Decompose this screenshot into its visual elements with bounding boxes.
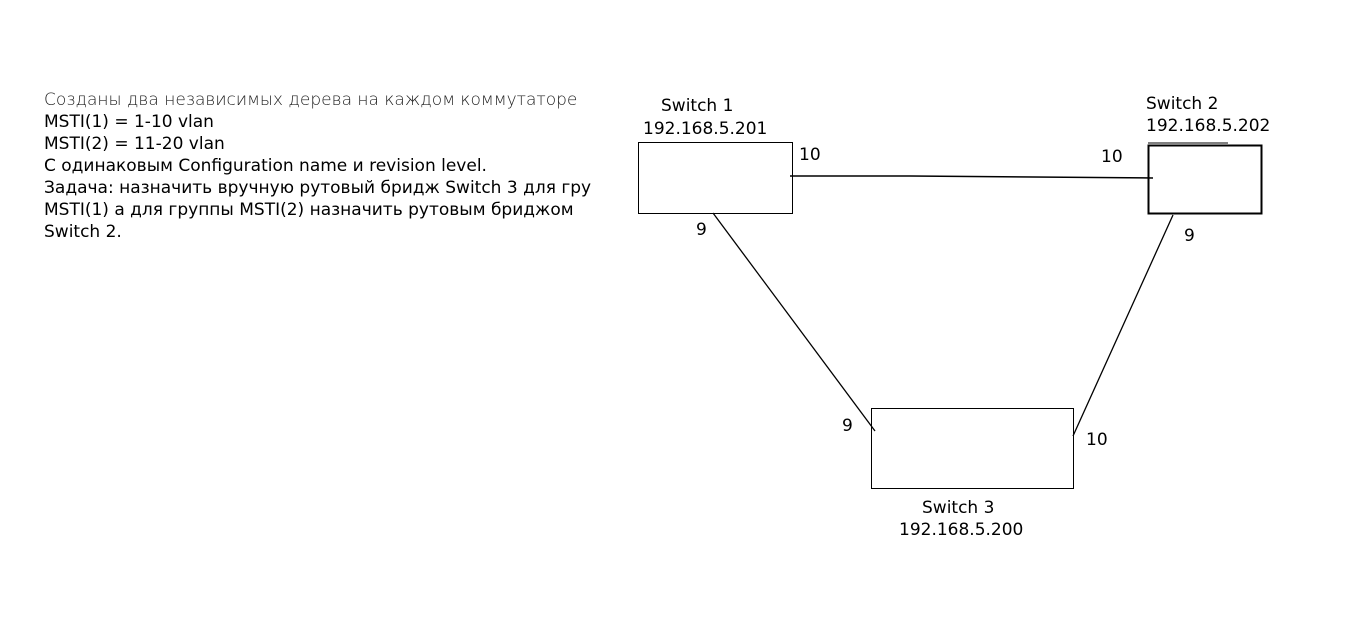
port-label: 9 [696, 220, 707, 240]
description-line: MSTI(1) = 1-10 vlan [44, 112, 214, 132]
port-label: 10 [1101, 147, 1123, 167]
task-description: Созданы два независимых дерева на каждом… [44, 89, 591, 243]
port-label: 9 [842, 416, 853, 436]
description-line: MSTI(2) = 11-20 vlan [44, 134, 225, 154]
port-label: 10 [1086, 430, 1108, 450]
description-line: MSTI(1) а для группы MSTI(2) назначить р… [44, 200, 574, 220]
description-line: Созданы два независимых дерева на каждом… [44, 90, 578, 110]
switch-3-box [871, 408, 1074, 489]
switch-1-name: Switch 1 [661, 96, 734, 116]
link-sw2-sw3 [1072, 214, 1174, 437]
switch-1-box [638, 142, 793, 214]
description-line: С одинаковым Configuration name и revisi… [44, 156, 487, 176]
port-label: 10 [799, 145, 821, 165]
switch-1-ip: 192.168.5.201 [643, 119, 768, 139]
switch-3-name: Switch 3 [922, 498, 995, 518]
description-line: Задача: назначить вручную рутовый бридж … [44, 178, 592, 198]
switch-2-box [1147, 144, 1263, 215]
switch-3-ip: 192.168.5.200 [899, 520, 1024, 540]
switch-2-ip: 192.168.5.202 [1146, 116, 1271, 136]
link-sw1-sw3 [712, 212, 876, 432]
link-sw1-sw2 [790, 175, 1154, 179]
port-label: 9 [1184, 226, 1195, 246]
switch-2-name: Switch 2 [1146, 94, 1219, 114]
description-line: Switch 2. [44, 222, 122, 242]
